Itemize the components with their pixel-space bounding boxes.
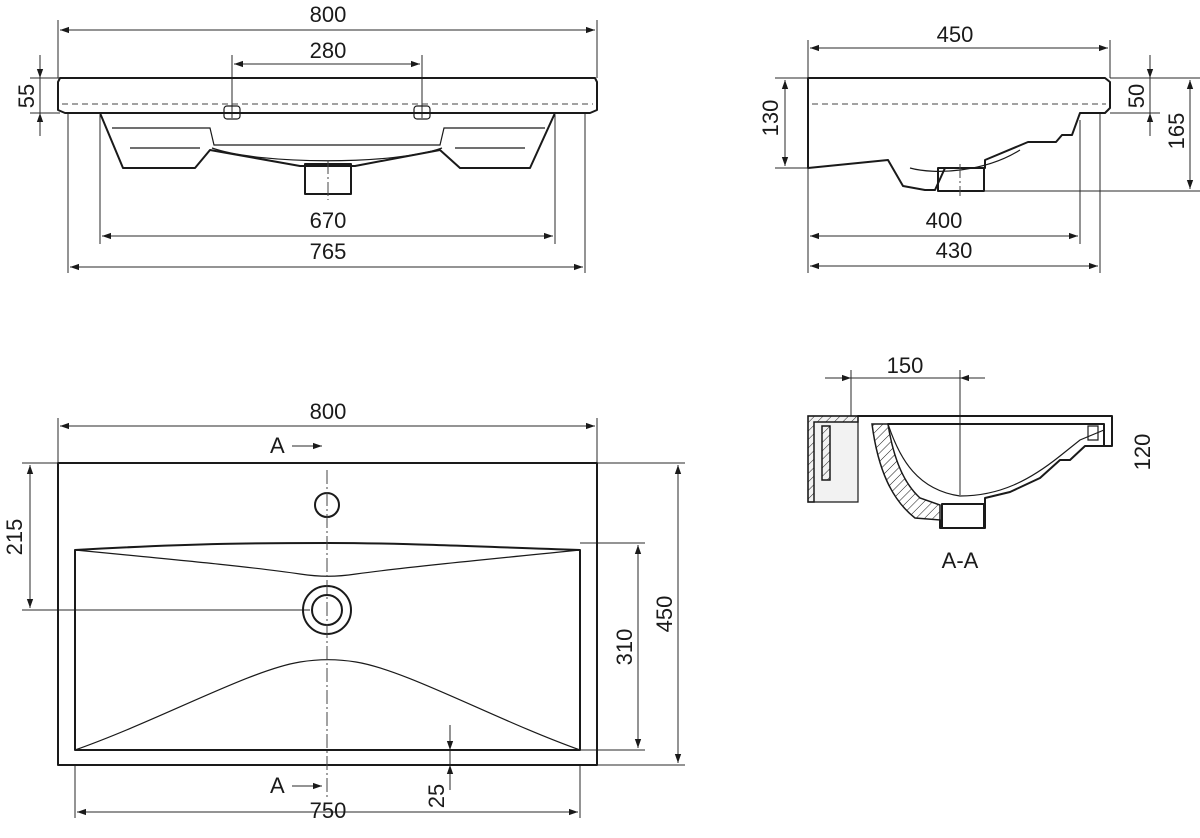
front-view: 800 280 55 670 765 (14, 2, 598, 273)
front-tap-hole-left (223, 105, 241, 120)
dim-front-bowl-width: 670 (310, 208, 347, 233)
side-view: 450 130 50 165 400 430 (758, 22, 1200, 273)
dim-top-width: 800 (310, 399, 347, 424)
section-bowl-wall (871, 423, 941, 521)
front-basin-body (99, 112, 556, 169)
dim-side-overall-height: 165 (1164, 113, 1189, 150)
dim-section-drain-offset: 150 (887, 353, 924, 378)
section-view: 150 120 A-A (807, 353, 1155, 573)
dim-section-depth: 120 (1130, 434, 1155, 471)
dim-top-front-margin: 25 (424, 784, 449, 808)
side-basin-profile (807, 77, 1111, 191)
dim-top-tap-offset: 215 (2, 519, 27, 556)
side-drain-pipe (937, 167, 985, 192)
dim-side-bowl-depth: 400 (926, 208, 963, 233)
top-view: A A 800 215 310 450 25 750 (2, 399, 685, 823)
section-drain-pipe (941, 503, 985, 529)
front-basin-rim (57, 77, 598, 114)
section-label: A-A (942, 548, 979, 573)
section-marker-top: A (270, 433, 285, 458)
dim-side-depth: 450 (937, 22, 974, 47)
dim-top-total-depth: 450 (652, 596, 677, 633)
section-front-wall (807, 415, 859, 503)
section-marker-bottom: A (270, 773, 285, 798)
dim-front-base-width: 765 (310, 239, 347, 264)
dim-top-bowl-depth: 310 (612, 629, 637, 666)
dim-top-bowl-width: 750 (310, 798, 347, 823)
dim-side-base-depth: 430 (936, 238, 973, 263)
dim-front-tap-spacing: 280 (310, 38, 347, 63)
dim-side-height: 130 (758, 100, 783, 137)
dim-front-width: 800 (310, 2, 347, 27)
dim-front-rim-height: 55 (14, 84, 39, 108)
front-tap-hole-right (413, 105, 431, 120)
top-bowl-outline (74, 542, 581, 751)
dim-side-rim: 50 (1124, 84, 1149, 108)
